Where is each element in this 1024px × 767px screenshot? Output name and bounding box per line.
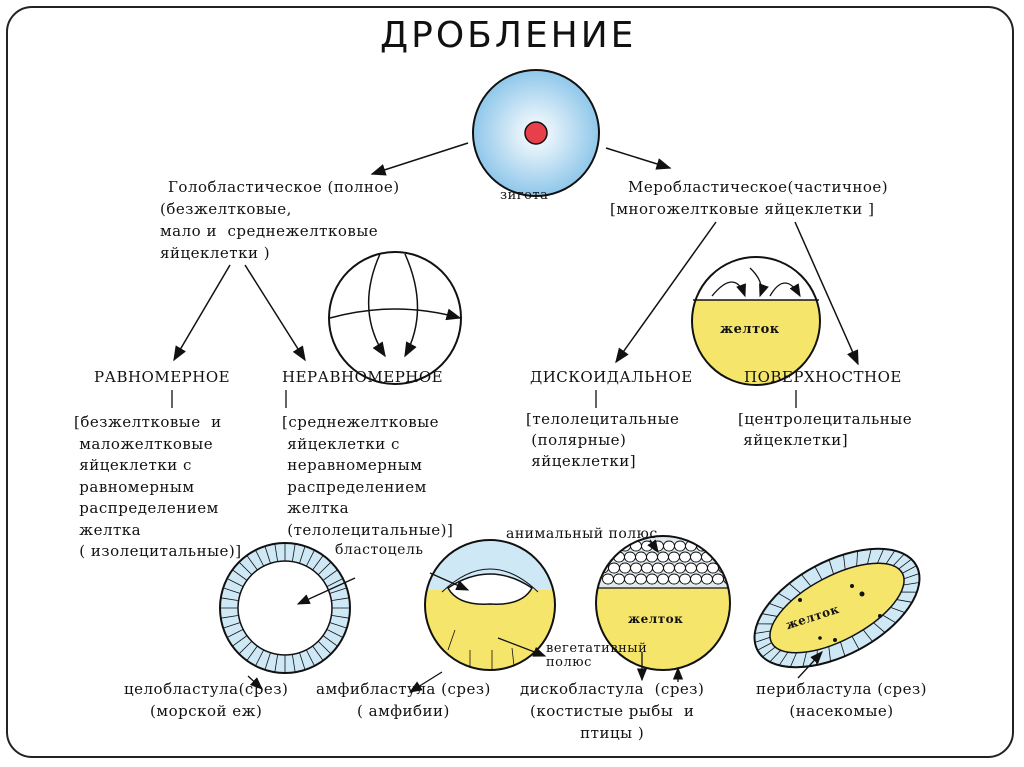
yolk-label-disco: желток	[628, 612, 684, 626]
arrow-to-meroblastic	[605, 147, 672, 170]
discoidal-heading: ДИСКОИДАЛЬНОЕ	[530, 368, 693, 386]
periblastula-caption: перибластула (срез) (насекомые)	[756, 680, 928, 720]
discoblastula-caption: дискобластула (срез) (костистые рыбы и п…	[520, 680, 705, 742]
arrow-to-uniform	[173, 264, 231, 362]
uneven-egg-diagram	[328, 251, 462, 385]
yolk-label-egg: желток	[720, 322, 780, 337]
slide-frame	[6, 6, 1014, 758]
arrow-to-superficial	[794, 221, 859, 366]
zygote-label: зигота	[500, 188, 549, 203]
meroblastic-heading: Меробластическое(частичное)	[628, 178, 889, 196]
meroblastic-note: [многожелтковые яйцеклетки ]	[610, 200, 875, 218]
blastocoel-label: бластоцель	[335, 542, 424, 558]
uneven-heading: НЕРАВНОМЕРНОЕ	[282, 368, 444, 386]
uniform-heading: РАВНОМЕРНОЕ	[94, 368, 231, 386]
superficial-note: [центролецитальные яйцеклетки]	[738, 410, 913, 449]
holoblastic-heading: Голобластическое (полное)	[168, 178, 400, 196]
holoblastic-note: (безжелтковые, мало и среднежелтковые яй…	[160, 200, 379, 262]
coeloblastula-caption: целобластула(срез) (морской еж)	[124, 680, 289, 720]
discoidal-note: [телолецитальные (полярные) яйцеклетки]	[526, 410, 680, 470]
amphiblastula-diagram	[424, 539, 556, 671]
zygote-nucleus	[524, 121, 548, 145]
uneven-note: [среднежелтковые яйцеклетки с неравномер…	[282, 413, 454, 539]
animal-pole-label: анимальный полюс	[506, 526, 658, 542]
vegetal-pole-label: вегетативный полюс	[546, 641, 648, 670]
periblastula-diagram	[753, 547, 921, 669]
arrow-to-uneven	[244, 264, 306, 362]
uniform-note: [безжелтковые и маложелтковые яйцеклетки…	[74, 413, 242, 560]
zygote	[472, 69, 600, 197]
arrow-to-discoidal	[615, 221, 717, 364]
superficial-heading: ПОВЕРХНОСТНОЕ	[744, 368, 902, 386]
arrow-to-holoblastic	[370, 142, 469, 176]
coeloblastula-diagram	[219, 542, 356, 674]
amphiblastula-caption: амфибластула (срез) ( амфибии)	[316, 680, 491, 720]
